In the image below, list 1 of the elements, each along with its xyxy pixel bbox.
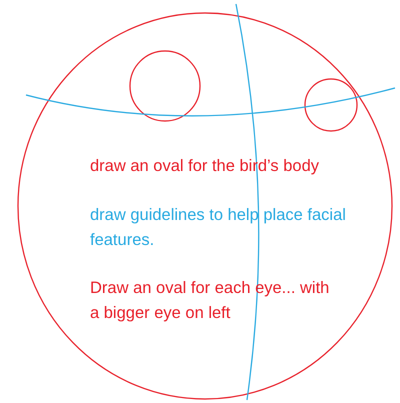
instruction-text: draw guidelines to help place facial features. <box>90 205 347 251</box>
